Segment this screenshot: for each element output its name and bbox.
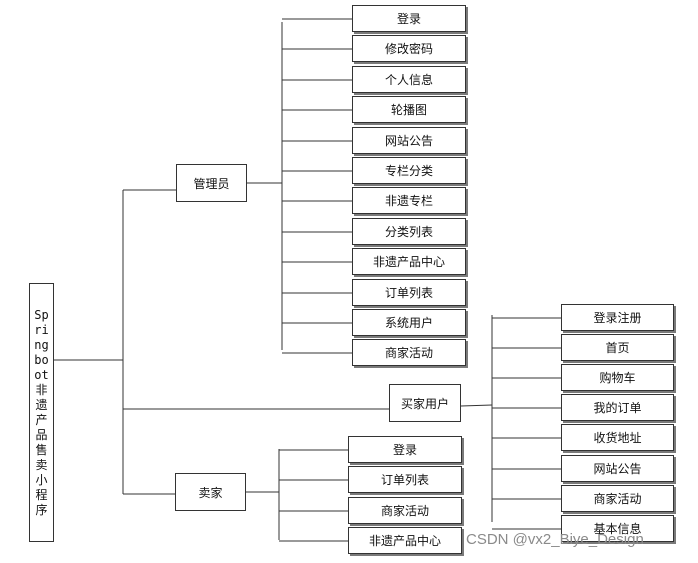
root-line: ng: [34, 337, 49, 352]
admin-item: 分类列表: [352, 218, 466, 245]
admin-item: 非遗产品中心: [352, 248, 466, 275]
admin-item: 登录: [352, 5, 466, 32]
root-line: Sp: [34, 307, 49, 322]
root-line: 非: [35, 382, 48, 397]
buyer-item: 登录注册: [561, 304, 674, 331]
root-line: 产: [35, 412, 48, 427]
seller-node: 卖家: [175, 473, 246, 511]
seller-item: 订单列表: [348, 466, 462, 493]
admin-item: 修改密码: [352, 35, 466, 62]
root-line: 序: [35, 502, 48, 517]
admin-item: 轮播图: [352, 96, 466, 123]
admin-node: 管理员: [176, 164, 247, 202]
seller-item: 非遗产品中心: [348, 527, 462, 554]
root-line: 品: [35, 427, 48, 442]
seller-item: 登录: [348, 436, 462, 463]
admin-item: 订单列表: [352, 279, 466, 306]
buyer-item: 商家活动: [561, 485, 674, 512]
buyer-item: 收货地址: [561, 424, 674, 451]
buyer-item: 我的订单: [561, 394, 674, 421]
root-line: ot: [34, 367, 49, 382]
root-line: 遗: [35, 397, 48, 412]
seller-item: 商家活动: [348, 497, 462, 524]
root-line: 卖: [35, 457, 48, 472]
watermark: CSDN @vx2_Biye_Design: [466, 531, 644, 548]
admin-item: 个人信息: [352, 66, 466, 93]
buyer-item: 购物车: [561, 364, 674, 391]
buyer-item: 首页: [561, 334, 674, 361]
buyer-item: 基本信息: [561, 515, 674, 542]
admin-item: 系统用户: [352, 309, 466, 336]
admin-item: 非遗专栏: [352, 187, 466, 214]
admin-item: 商家活动: [352, 339, 466, 366]
admin-item: 网站公告: [352, 127, 466, 154]
root-node: Sp ri ng bo ot 非 遗 产 品 售 卖 小 程 序: [29, 283, 54, 542]
root-line: 售: [35, 442, 48, 457]
connector-line: [460, 404, 493, 407]
buyer-node: 买家用户: [389, 384, 461, 422]
buyer-item: 网站公告: [561, 455, 674, 482]
admin-item: 专栏分类: [352, 157, 466, 184]
root-line: 程: [35, 487, 48, 502]
root-line: ri: [34, 322, 49, 337]
root-line: bo: [34, 352, 49, 367]
root-line: 小: [35, 472, 48, 487]
